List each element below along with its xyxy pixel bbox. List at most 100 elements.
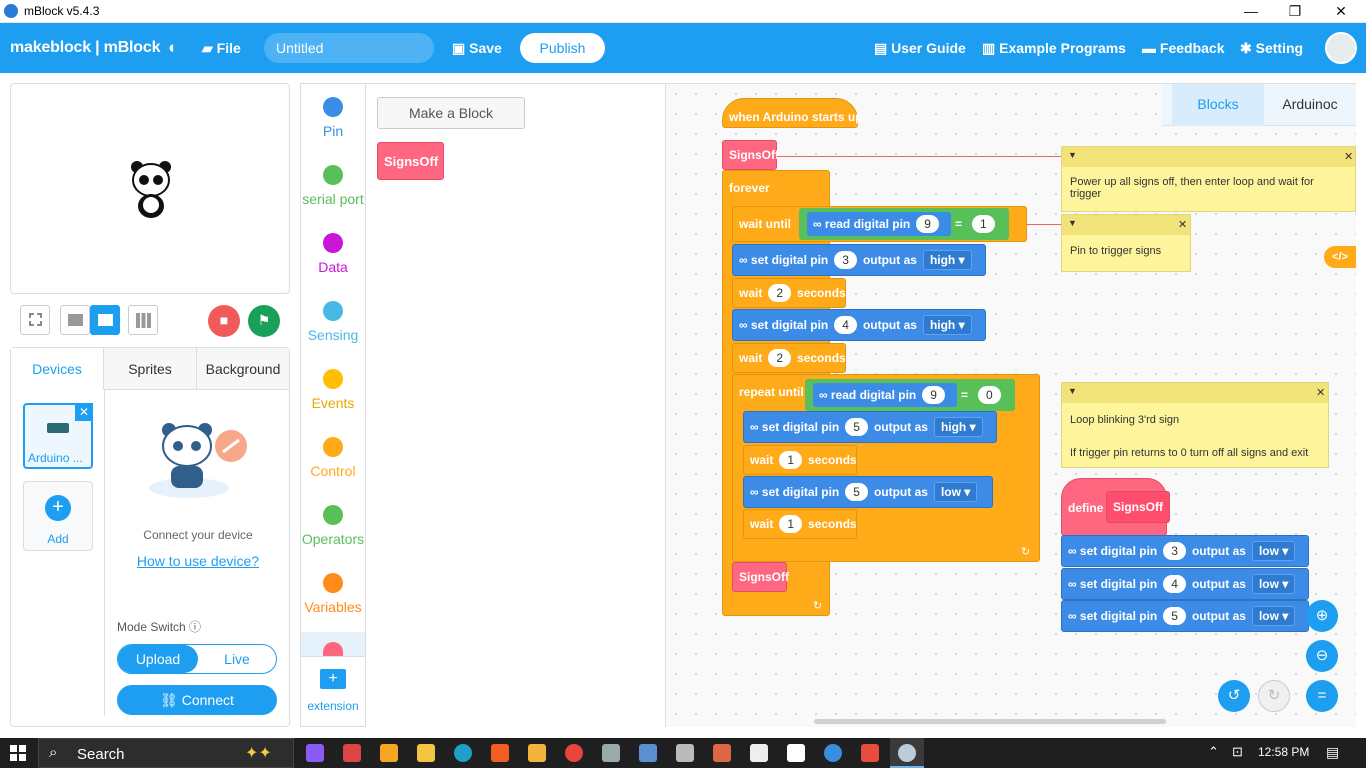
upload-mode-button[interactable]: Upload xyxy=(118,645,198,673)
pin-input[interactable]: 5 xyxy=(845,418,868,436)
app-icon[interactable] xyxy=(528,744,546,762)
tab-devices[interactable]: Devices xyxy=(11,348,104,390)
app-icon[interactable] xyxy=(639,744,657,762)
remove-device-icon[interactable]: ✕ xyxy=(75,403,93,421)
clock[interactable]: 12:58 PM xyxy=(1258,745,1310,759)
brave-icon[interactable] xyxy=(491,744,509,762)
close-note-icon[interactable]: ✕ xyxy=(1344,151,1354,163)
reset-zoom-button[interactable]: = xyxy=(1306,680,1338,712)
output-dropdown[interactable]: low ▾ xyxy=(1251,606,1296,626)
chrome-icon[interactable] xyxy=(565,744,583,762)
windows-start-icon[interactable] xyxy=(10,745,26,761)
save-button[interactable]: ▣ Save xyxy=(452,40,502,57)
category-my-blocks[interactable] xyxy=(301,632,365,656)
network-icon[interactable]: ⊡ xyxy=(1232,744,1243,759)
output-dropdown[interactable]: high ▾ xyxy=(933,417,983,437)
output-dropdown[interactable]: high ▾ xyxy=(922,250,972,270)
redo-button[interactable]: ↻ xyxy=(1258,680,1290,712)
output-dropdown[interactable]: low ▾ xyxy=(933,482,978,502)
globe-icon[interactable]: ◐ xyxy=(168,38,179,57)
tab-sprites[interactable]: Sprites xyxy=(104,348,197,390)
define-signsoff-block[interactable]: define SignsOff xyxy=(1061,478,1170,536)
make-a-block-button[interactable]: Make a Block xyxy=(377,97,525,129)
example-programs-link[interactable]: ▥ Example Programs xyxy=(982,40,1126,57)
user-guide-link[interactable]: ▤ User Guide xyxy=(874,40,966,57)
pin-input[interactable]: 5 xyxy=(845,483,868,501)
pin-input[interactable]: 3 xyxy=(834,251,857,269)
category-events[interactable]: Events xyxy=(301,369,365,411)
normal-stage-button[interactable] xyxy=(90,305,120,335)
collapse-icon[interactable]: ▼ xyxy=(1068,150,1077,160)
project-name-input[interactable] xyxy=(264,33,434,63)
tab-arduinoc[interactable]: Arduinoc xyxy=(1282,96,1338,112)
horizontal-scrollbar[interactable] xyxy=(814,719,1166,724)
comment-note-loop[interactable]: ▼✕ Loop blinking 3'rd sign If trigger pi… xyxy=(1061,382,1329,468)
code-view-toggle-icon[interactable]: </> xyxy=(1324,246,1356,268)
fullscreen-button[interactable] xyxy=(20,305,50,335)
collapse-icon[interactable]: ▼ xyxy=(1068,386,1077,396)
tab-blocks[interactable]: Blocks xyxy=(1172,84,1264,126)
taskbar-search-box[interactable]: ⌕ Search ✦✦ xyxy=(38,738,294,768)
device-card-arduino[interactable]: Arduino ... ✕ xyxy=(23,403,93,469)
close-note-icon[interactable]: ✕ xyxy=(1316,387,1326,399)
category-sensing[interactable]: Sensing xyxy=(301,301,365,343)
mode-switch-toggle[interactable]: Upload Live xyxy=(117,644,277,674)
restore-button[interactable]: ❐ xyxy=(1288,3,1302,19)
pin-input[interactable]: 9 xyxy=(922,386,945,404)
mblock-taskbar-button[interactable] xyxy=(890,738,924,768)
signsoff-call-block[interactable]: SignsOff xyxy=(722,140,779,170)
grid-view-button[interactable] xyxy=(128,305,158,335)
pin-input[interactable]: 4 xyxy=(1163,575,1186,593)
stop-button[interactable]: ■ xyxy=(208,305,240,337)
app-icon[interactable] xyxy=(676,744,694,762)
zoom-out-button[interactable]: ⊖ xyxy=(1306,640,1338,672)
file-menu[interactable]: ▰ File xyxy=(202,40,241,57)
app-icon[interactable] xyxy=(343,744,361,762)
category-variables[interactable]: Variables xyxy=(301,573,365,615)
category-control[interactable]: Control xyxy=(301,437,365,479)
copilot-icon[interactable] xyxy=(306,744,324,762)
signsoff-prototype[interactable]: SignsOff xyxy=(1106,491,1170,523)
pin-input[interactable]: 3 xyxy=(1163,542,1186,560)
how-to-use-device-link[interactable]: How to use device? xyxy=(136,553,260,569)
app-icon[interactable] xyxy=(824,744,842,762)
category-serial-port[interactable]: serial port xyxy=(301,165,365,207)
edge-icon[interactable] xyxy=(454,744,472,762)
feedback-link[interactable]: ▬ Feedback xyxy=(1142,40,1224,56)
category-data[interactable]: Data xyxy=(301,233,365,275)
minimize-button[interactable]: — xyxy=(1244,3,1258,19)
undo-button[interactable]: ↺ xyxy=(1218,680,1250,712)
user-avatar[interactable] xyxy=(1325,32,1357,64)
extension-button[interactable]: + extension xyxy=(301,656,365,726)
stage[interactable] xyxy=(10,83,290,294)
setting-menu[interactable]: ✱ Setting xyxy=(1240,40,1303,57)
zoom-in-button[interactable]: ⊕ xyxy=(1306,600,1338,632)
output-dropdown[interactable]: low ▾ xyxy=(1251,541,1296,561)
system-tray-chevron-icon[interactable]: ⌃ xyxy=(1208,744,1219,759)
collapse-icon[interactable]: ▼ xyxy=(1068,218,1077,228)
pin-input[interactable]: 4 xyxy=(834,316,857,334)
app-icon[interactable] xyxy=(787,744,805,762)
seconds-input[interactable]: 2 xyxy=(768,284,792,302)
green-flag-button[interactable]: ⚑ xyxy=(248,305,280,337)
close-note-icon[interactable]: ✕ xyxy=(1178,219,1188,231)
pin-input[interactable]: 9 xyxy=(916,215,939,233)
app-icon[interactable] xyxy=(861,744,879,762)
connect-button[interactable]: ⛓ Connect xyxy=(117,685,277,715)
media-player-icon[interactable] xyxy=(380,744,398,762)
close-button[interactable]: ✕ xyxy=(1335,3,1347,19)
app-icon[interactable] xyxy=(602,744,620,762)
app-icon[interactable] xyxy=(713,744,731,762)
